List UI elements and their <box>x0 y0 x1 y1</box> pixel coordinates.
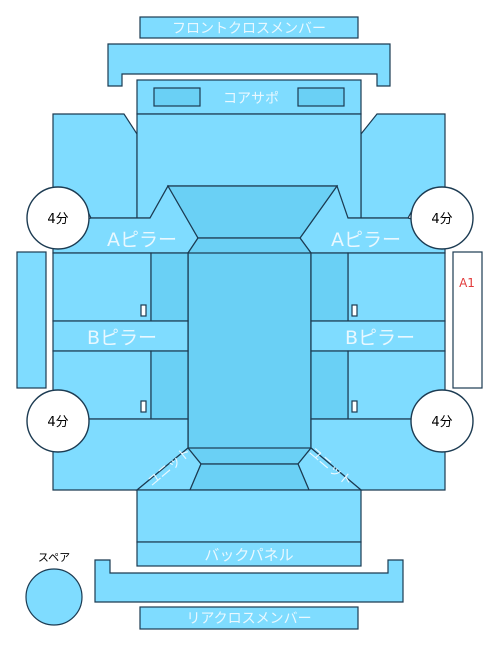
rear-left-quarter-circle[interactable] <box>26 389 90 453</box>
core-support-left-slot <box>153 87 201 107</box>
front-right-quarter-label: 4分 <box>431 212 452 227</box>
right-front-door[interactable] <box>347 252 446 322</box>
trunk-lid[interactable] <box>136 489 362 543</box>
rear-left-quarter-label: 4分 <box>47 415 68 430</box>
front-right-quarter-circle[interactable] <box>410 186 474 250</box>
rear-right-quarter-circle[interactable] <box>410 389 474 453</box>
core-support-right-slot <box>297 87 345 107</box>
rear-window[interactable] <box>189 463 310 491</box>
left-front-door-handle[interactable] <box>140 304 147 317</box>
spare-tire[interactable] <box>25 568 83 626</box>
rear-cross-member-bar[interactable] <box>139 606 359 630</box>
a1-marker-label: A1 <box>459 276 475 290</box>
left-rear-window <box>150 350 189 420</box>
left-rear-door-handle[interactable] <box>140 400 147 413</box>
rear-cross-member-label: リアクロスメンバー <box>186 611 311 627</box>
roof-area <box>187 252 312 449</box>
right-a-pillar-label: Aピラー <box>331 229 401 251</box>
right-front-door-handle[interactable] <box>351 304 358 317</box>
right-b-pillar-label: Bピラー <box>345 327 415 349</box>
left-side-sill[interactable] <box>16 251 47 389</box>
back-panel[interactable] <box>136 541 362 567</box>
right-rear-door-handle[interactable] <box>351 400 358 413</box>
front-bumper-bracket[interactable] <box>107 43 391 87</box>
spare-label: スペア <box>38 551 70 564</box>
rear-right-quarter-label: 4分 <box>431 415 452 430</box>
rear-bumper-bracket[interactable] <box>94 559 404 603</box>
left-front-window <box>150 252 189 322</box>
front-cross-member-label: フロントクロスメンバー <box>172 21 326 37</box>
right-rear-window <box>310 350 349 420</box>
right-side-sill[interactable] <box>452 251 483 389</box>
front-left-quarter-label: 4分 <box>47 212 68 227</box>
front-cross-member-bar[interactable] <box>139 16 359 39</box>
left-b-pillar[interactable] <box>52 320 189 352</box>
front-left-quarter-circle[interactable] <box>26 186 90 250</box>
back-panel-label: バックパネル <box>204 546 293 564</box>
right-b-pillar[interactable] <box>310 320 446 352</box>
core-support-label: コアサポ <box>223 91 279 107</box>
left-a-pillar-label: Aピラー <box>107 229 177 251</box>
left-front-door[interactable] <box>52 252 152 322</box>
right-front-window <box>310 252 349 322</box>
left-b-pillar-label: Bピラー <box>87 327 157 349</box>
